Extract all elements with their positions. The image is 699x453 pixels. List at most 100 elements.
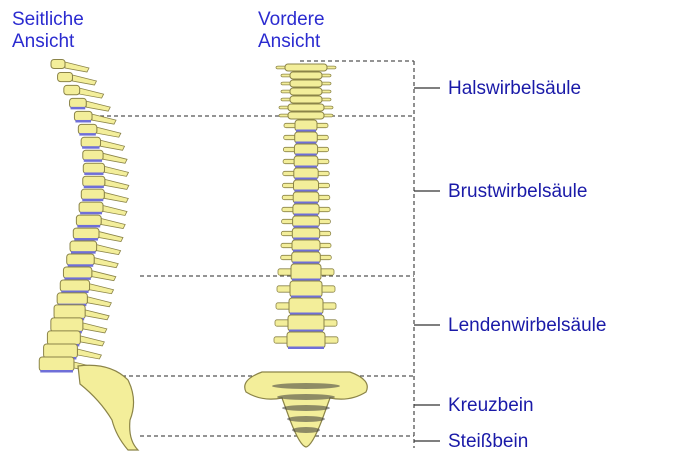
side-disc: [84, 172, 103, 175]
side-spinous-process: [104, 192, 128, 202]
label-cervical-spine: Halswirbelsäule: [448, 78, 581, 100]
side-vertebra: [73, 228, 99, 239]
side-sacrum: [78, 365, 138, 450]
side-vertebra: [70, 241, 97, 252]
front-vertebra: [290, 72, 322, 79]
side-spinous-process: [65, 62, 89, 72]
front-vertebra: [293, 192, 319, 203]
side-vertebra: [74, 111, 92, 121]
side-spinous-process: [85, 310, 109, 320]
front-vertebra: [290, 281, 322, 297]
side-vertebra: [81, 137, 100, 147]
front-vertebra: [288, 315, 324, 331]
front-vertebra: [288, 104, 324, 111]
front-vertebra: [294, 156, 318, 167]
front-vertebra: [295, 132, 318, 143]
front-vertebra: [292, 252, 321, 263]
side-disc: [84, 186, 104, 189]
front-vertebra: [292, 240, 320, 251]
side-vertebra: [63, 267, 91, 278]
front-vertebra: [294, 180, 319, 191]
front-sacral-foramen-row: [277, 394, 335, 400]
side-vertebra: [81, 189, 104, 200]
front-sacral-foramen-row: [282, 405, 330, 411]
label-thoracic-spine: Brustwirbelsäule: [448, 181, 587, 203]
side-spinous-process: [97, 245, 121, 255]
front-vertebra: [293, 216, 320, 227]
front-vertebra: [285, 64, 327, 71]
front-vertebra: [294, 168, 318, 179]
side-vertebra: [67, 254, 95, 265]
front-vertebra: [294, 144, 317, 155]
side-spinous-process: [92, 114, 116, 124]
front-vertebra: [293, 204, 319, 215]
front-vertebra: [295, 120, 317, 131]
front-vertebra: [290, 80, 322, 87]
side-spinous-process: [87, 297, 111, 307]
side-spinous-process: [99, 232, 123, 242]
side-vertebra: [47, 331, 80, 345]
side-disc: [68, 264, 94, 267]
front-disc: [288, 347, 324, 350]
side-vertebra: [58, 72, 73, 81]
side-spinous-process: [101, 219, 125, 229]
side-vertebra: [78, 124, 97, 134]
side-vertebra: [64, 85, 80, 94]
side-spinous-process: [103, 153, 127, 163]
side-spinous-process: [80, 88, 104, 98]
side-disc: [82, 146, 99, 149]
side-disc: [80, 212, 102, 215]
front-vertebra: [291, 264, 321, 280]
front-sacral-foramen-row: [287, 416, 325, 422]
side-spinous-process: [90, 284, 114, 294]
label-lumbar-spine: Lendenwirbelsäule: [448, 315, 606, 337]
side-disc: [79, 133, 96, 136]
side-vertebra: [39, 357, 74, 371]
side-disc: [75, 120, 91, 123]
front-sacral-foramen-row: [272, 383, 340, 389]
side-disc: [77, 225, 100, 228]
side-vertebra: [70, 98, 87, 107]
side-vertebra: [57, 293, 87, 305]
side-disc: [71, 107, 86, 110]
side-spinous-process: [104, 166, 128, 176]
side-spinous-process: [92, 271, 116, 281]
side-spinous-process: [77, 349, 101, 359]
side-spinous-process: [101, 140, 125, 150]
side-spinous-process: [103, 205, 127, 215]
side-vertebra: [51, 60, 65, 69]
side-vertebra: [60, 280, 89, 292]
side-view-spine: [39, 60, 138, 451]
side-vertebra: [79, 202, 103, 213]
side-spinous-process: [72, 75, 96, 85]
side-vertebra: [83, 176, 105, 186]
front-vertebra: [289, 298, 323, 314]
side-spinous-process: [86, 101, 110, 111]
side-vertebra: [44, 344, 78, 358]
side-disc: [74, 238, 98, 241]
side-spinous-process: [83, 323, 107, 333]
side-disc: [82, 199, 103, 202]
label-sacrum: Kreuzbein: [448, 395, 534, 417]
label-leaders: [414, 88, 440, 441]
side-spinous-process: [94, 258, 118, 268]
front-vertebra: [292, 228, 319, 239]
side-vertebra: [83, 163, 104, 173]
side-disc: [84, 159, 102, 162]
front-vertebra: [290, 96, 322, 103]
label-coccyx: Steißbein: [448, 431, 528, 453]
side-vertebra: [54, 305, 85, 319]
side-vertebra: [76, 215, 101, 226]
side-spinous-process: [80, 336, 104, 346]
front-vertebra: [290, 88, 322, 95]
side-spinous-process: [105, 179, 129, 189]
side-spinous-process: [97, 127, 121, 137]
side-disc: [71, 251, 96, 254]
side-vertebra: [51, 318, 83, 332]
side-disc: [40, 370, 73, 373]
front-vertebra: [288, 112, 324, 119]
side-vertebra: [83, 150, 103, 160]
front-sacral-foramen-row: [292, 427, 320, 433]
front-vertebra: [287, 332, 325, 348]
